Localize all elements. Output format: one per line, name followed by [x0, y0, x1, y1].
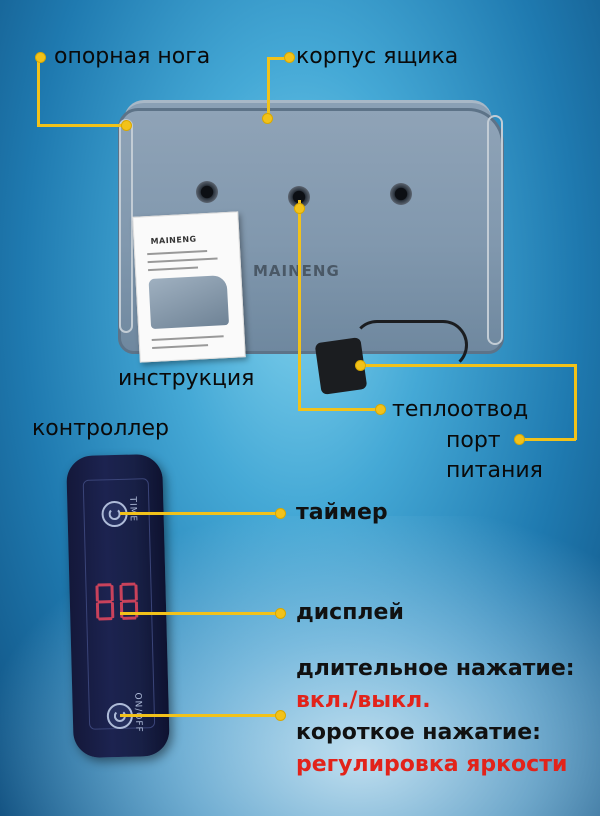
- booklet-text-line: [152, 344, 209, 350]
- callout-line: [298, 408, 380, 411]
- callout-dot: [285, 53, 294, 62]
- controller-device: TIME ON/OFF: [66, 453, 170, 759]
- vent-hole-icon: [390, 183, 412, 205]
- callout-dot: [295, 204, 304, 213]
- callout-line: [298, 200, 301, 410]
- display-segment: [97, 583, 112, 587]
- label-timer: таймер: [296, 500, 388, 525]
- booklet-text-line: [147, 250, 208, 256]
- callout-line: [37, 58, 40, 126]
- vent-hole-icon: [288, 186, 310, 208]
- label-instruction: инструкция: [118, 366, 255, 391]
- label-case-body: корпус ящика: [296, 44, 459, 69]
- label-power-port-line2: питания: [446, 458, 543, 483]
- timer-button-text: TIME: [127, 496, 138, 523]
- label-support-leg: опорная нога: [54, 44, 211, 69]
- label-on-off: вкл./выкл.: [296, 688, 431, 713]
- callout-dot: [356, 361, 365, 370]
- callout-dot: [36, 53, 45, 62]
- display-segment: [97, 600, 112, 604]
- display-segment: [110, 585, 114, 602]
- label-power-port-line1: порт: [446, 428, 501, 453]
- callout-dot: [276, 509, 285, 518]
- display-segment: [134, 584, 138, 601]
- booklet-text-line: [148, 266, 199, 272]
- display-segment: [119, 601, 124, 618]
- instruction-booklet: MAINENG: [132, 211, 246, 363]
- display-segment: [95, 602, 100, 619]
- label-brightness: регулировка яркости: [296, 752, 568, 777]
- booklet-text-line: [147, 257, 218, 264]
- label-display: дисплей: [296, 600, 404, 625]
- callout-dot: [263, 114, 272, 123]
- right-zipper: [487, 115, 503, 345]
- callout-line: [120, 714, 280, 717]
- callout-dot: [376, 405, 385, 414]
- callout-line: [520, 438, 576, 441]
- display-segment: [134, 601, 139, 618]
- display-segment: [121, 582, 136, 586]
- callout-line: [267, 57, 287, 60]
- callout-line: [37, 124, 127, 127]
- label-controller: контроллер: [32, 416, 169, 441]
- display-segment: [121, 599, 136, 603]
- callout-line: [360, 364, 576, 367]
- power-button-text: ON/OFF: [132, 692, 144, 733]
- display-segment: [95, 585, 99, 602]
- callout-dot: [515, 435, 524, 444]
- callout-line: [267, 57, 270, 119]
- label-short-press: короткое нажатие:: [296, 720, 541, 745]
- display-segment: [119, 584, 123, 601]
- timer-icon: [108, 507, 121, 521]
- callout-line: [120, 612, 280, 615]
- display-segment: [98, 617, 113, 621]
- callout-dot: [276, 609, 285, 618]
- brand-logo: MAINENG: [253, 262, 340, 280]
- booklet-picture: [148, 275, 230, 330]
- label-heat-sink: теплоотвод: [392, 397, 529, 422]
- left-zipper: [119, 119, 133, 333]
- display-segment: [122, 616, 137, 620]
- callout-dot: [122, 121, 131, 130]
- booklet-brand: MAINENG: [150, 234, 197, 246]
- display-segment: [110, 602, 115, 619]
- callout-line: [574, 364, 577, 440]
- label-long-press: длительное нажатие:: [296, 656, 575, 681]
- power-cable: [352, 320, 468, 370]
- booklet-text-line: [151, 335, 224, 342]
- callout-dot: [276, 711, 285, 720]
- callout-line: [120, 512, 280, 515]
- vent-hole-icon: [196, 181, 218, 203]
